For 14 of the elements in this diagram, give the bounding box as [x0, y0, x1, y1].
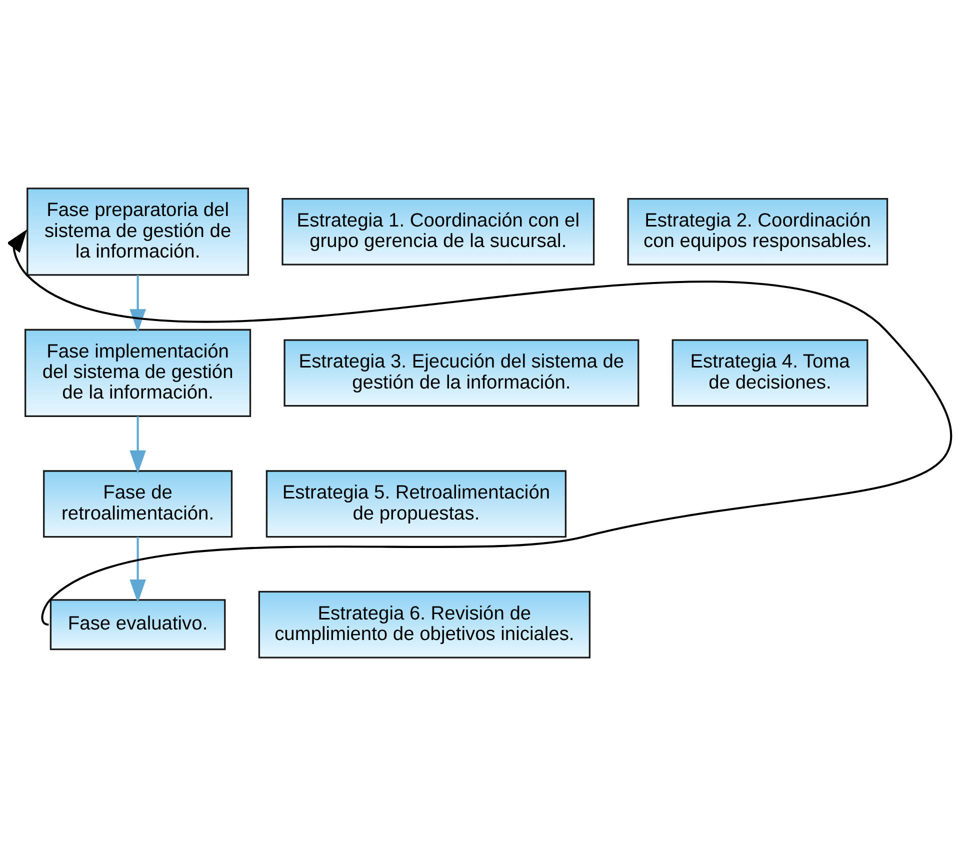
node-box: Estrategia 6. Revisión de cumplimiento de objetivos iniciales.: [258, 590, 590, 658]
node-box: Estrategia 5. Retroalimentación de propuestas.: [266, 470, 566, 538]
node-box: Estrategia 4. Toma de decisiones.: [672, 338, 868, 406]
arrow: [130, 416, 146, 474]
node-box: Fase de retroalimentación.: [43, 470, 233, 538]
arrow: [130, 536, 146, 602]
arrow: [8, 228, 952, 624]
node-box: Fase implementación del sistema de gestión de la información.: [24, 328, 252, 416]
node-box: Estrategia 3. Ejecución del sistema de gestión de la información.: [284, 338, 640, 406]
arrow: [130, 274, 146, 332]
node-box: Estrategia 2. Coordinación con equipos responsables.: [627, 197, 888, 265]
node-box: Fase preparatoria del sistema de gestión de la información.: [26, 187, 250, 276]
node-box: Fase evaluativo.: [50, 598, 226, 650]
node-box: Estrategia 1. Coordinación con el grupo gerencia de la sucursal.: [282, 197, 595, 265]
